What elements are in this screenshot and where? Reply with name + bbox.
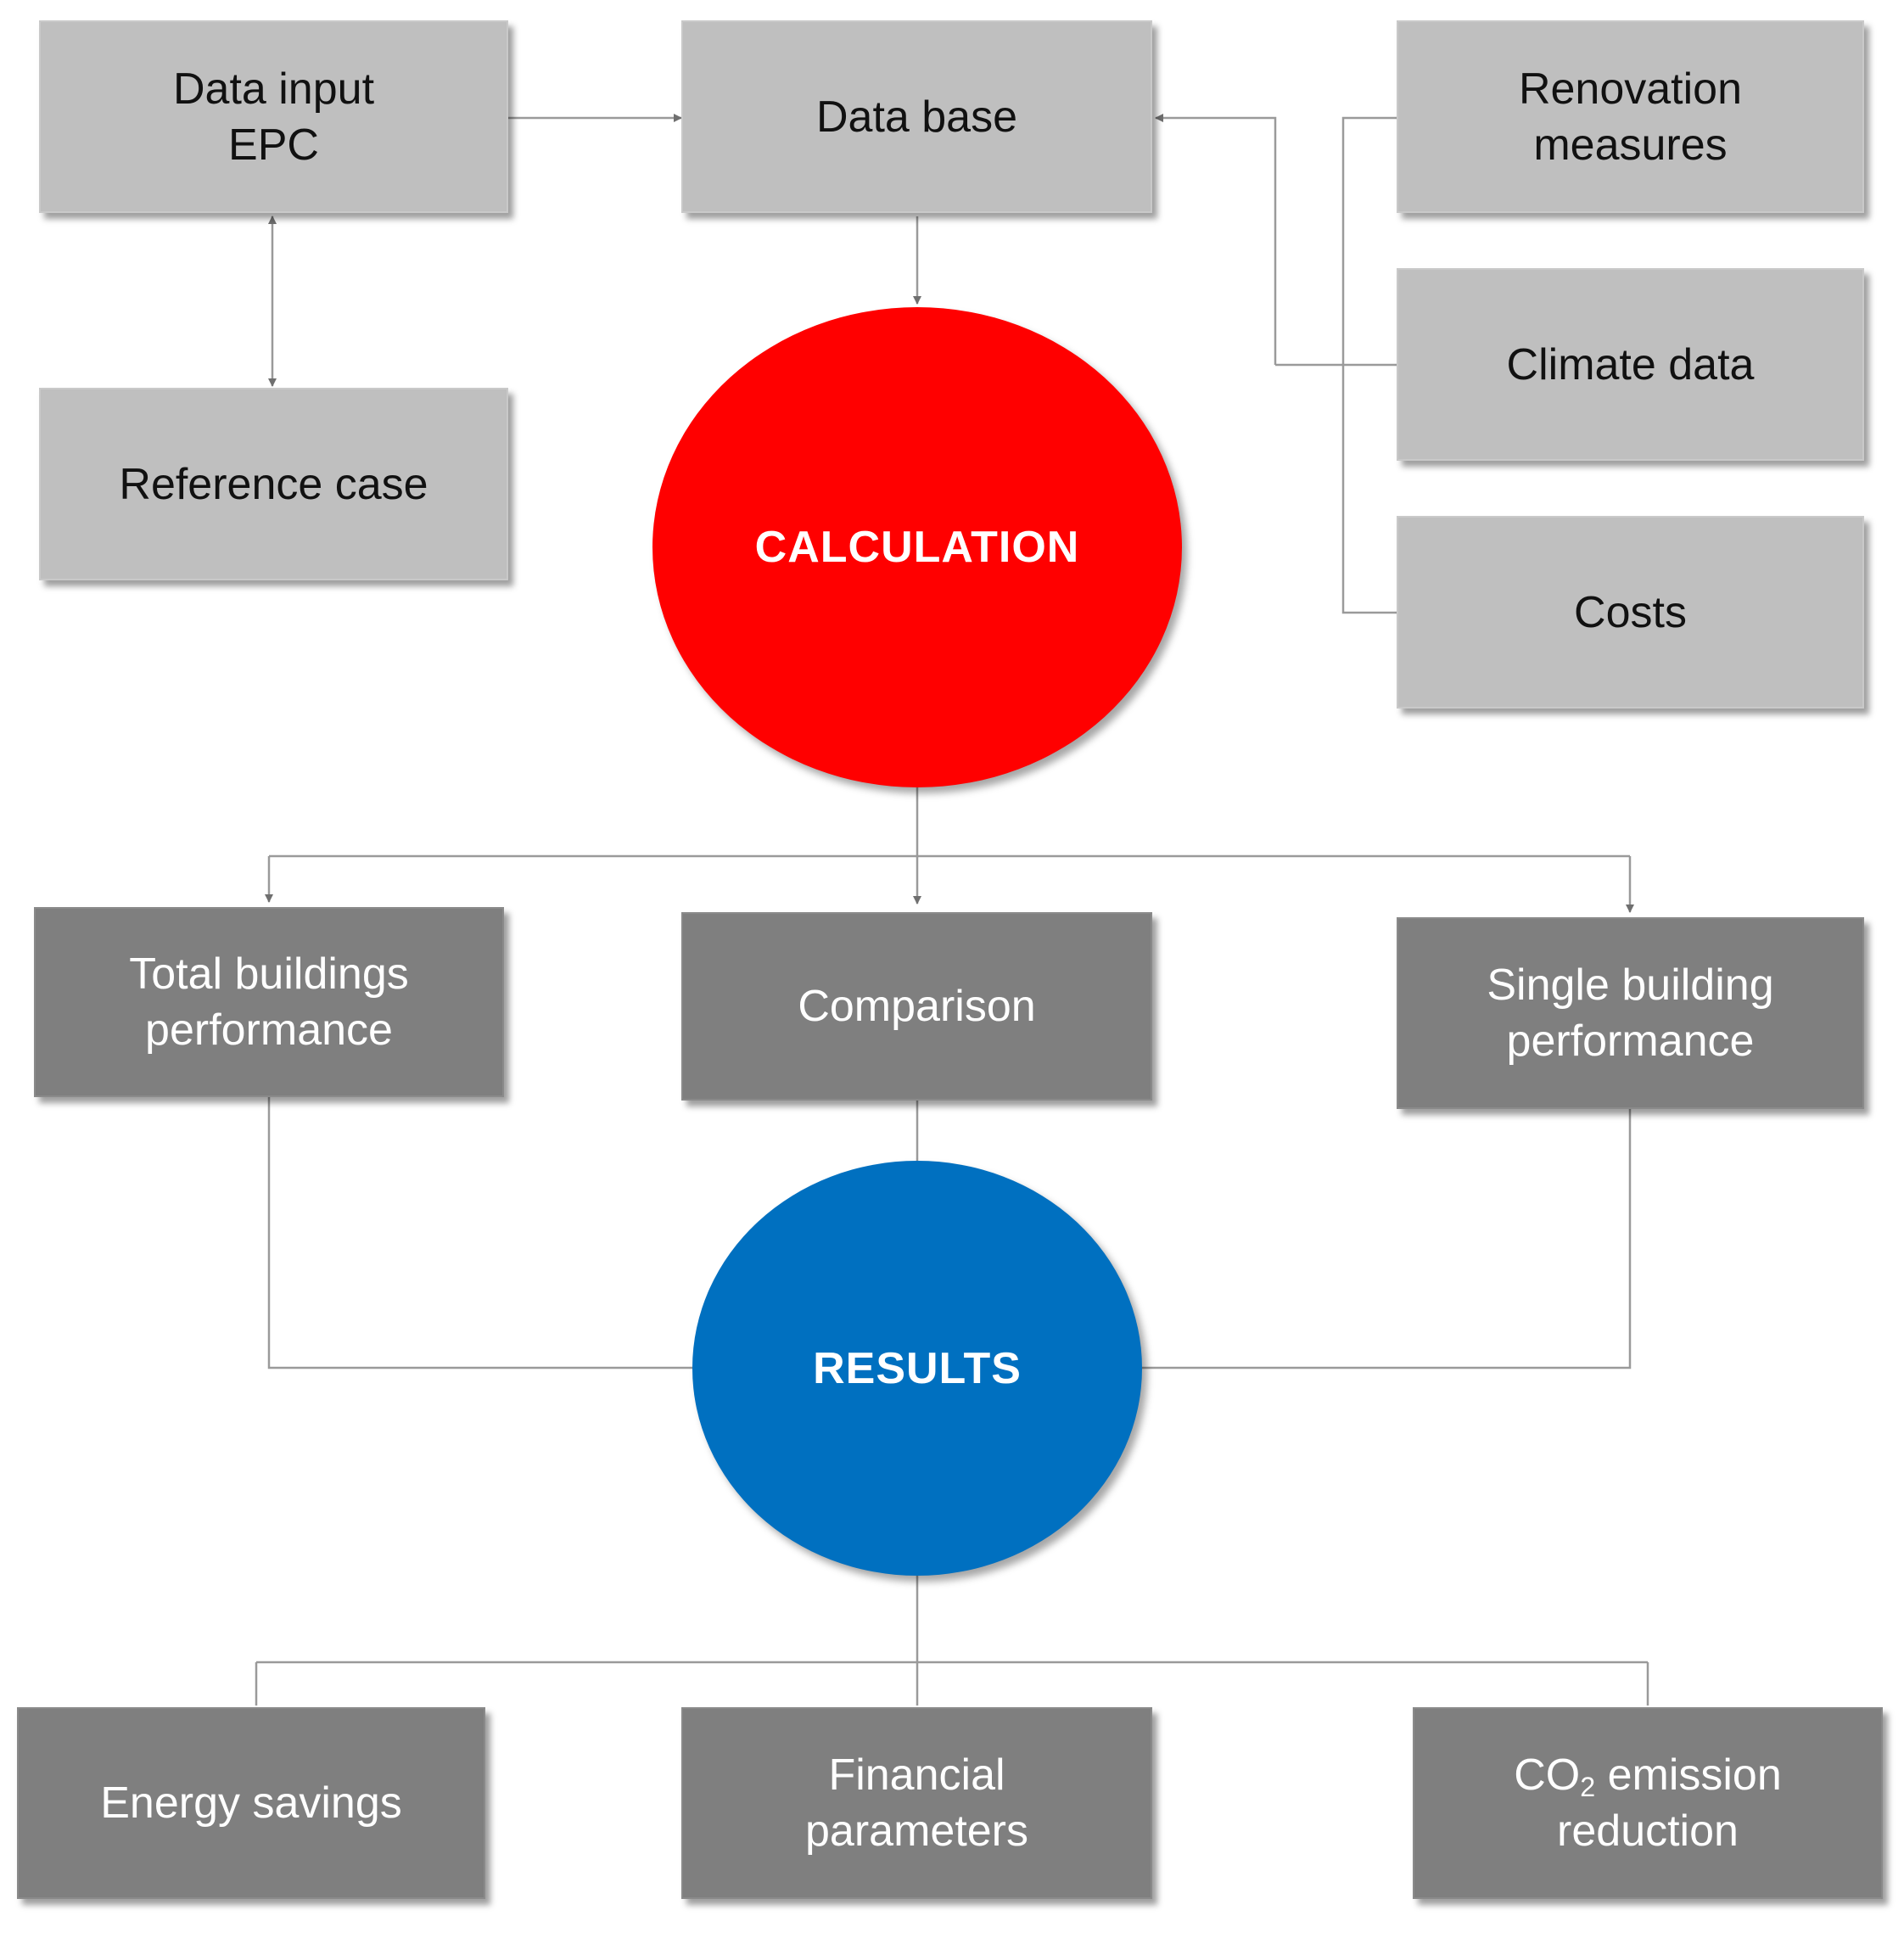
comparison-box: Comparison	[681, 912, 1152, 1101]
data-base-box: Data base	[681, 20, 1152, 213]
renovation-measures-box: Renovation measures	[1397, 20, 1864, 213]
co2-emission-reduction-label: CO2 emission reduction	[1514, 1747, 1782, 1859]
financial-parameters-box: Financial parameters	[681, 1707, 1152, 1899]
calculation-label: CALCULATION	[754, 523, 1080, 572]
single-building-performance-label: Single building performance	[1487, 961, 1774, 1066]
co2-suffix: emission reduction	[1557, 1750, 1782, 1856]
connector-single-building-to-results	[1142, 1109, 1632, 1369]
costs-box: Costs	[1397, 516, 1864, 709]
connector-inputs-to-database	[1155, 114, 1277, 365]
reference-case-label: Reference case	[119, 459, 428, 509]
total-buildings-performance-label: Total buildings performance	[129, 949, 409, 1055]
co2-prefix: CO	[1514, 1750, 1581, 1800]
data-base-label: Data base	[815, 92, 1018, 142]
energy-savings-label: Energy savings	[100, 1778, 402, 1828]
connector-total-buildings-to-results	[267, 1097, 692, 1369]
energy-savings-box: Energy savings	[17, 1707, 485, 1899]
climate-data-box: Climate data	[1397, 268, 1864, 461]
results-label: RESULTS	[813, 1343, 1022, 1393]
co2-subscript: 2	[1580, 1772, 1596, 1803]
data-input-epc-label: Data input EPC	[172, 64, 375, 170]
renovation-measures-label: Renovation measures	[1518, 64, 1743, 170]
co2-emission-reduction-box: CO2 emission reduction	[1413, 1707, 1883, 1899]
costs-label: Costs	[1574, 587, 1687, 637]
reference-case-box: Reference case	[39, 388, 508, 580]
data-input-epc-box: Data input EPC	[39, 20, 508, 213]
comparison-label: Comparison	[798, 982, 1036, 1031]
climate-data-label: Climate data	[1506, 339, 1755, 389]
single-building-performance-box: Single building performance	[1397, 917, 1864, 1109]
total-buildings-performance-box: Total buildings performance	[34, 907, 504, 1097]
financial-parameters-label: Financial parameters	[805, 1750, 1028, 1856]
results-circle: RESULTS	[692, 1161, 1142, 1576]
calculation-circle: CALCULATION	[652, 307, 1182, 787]
